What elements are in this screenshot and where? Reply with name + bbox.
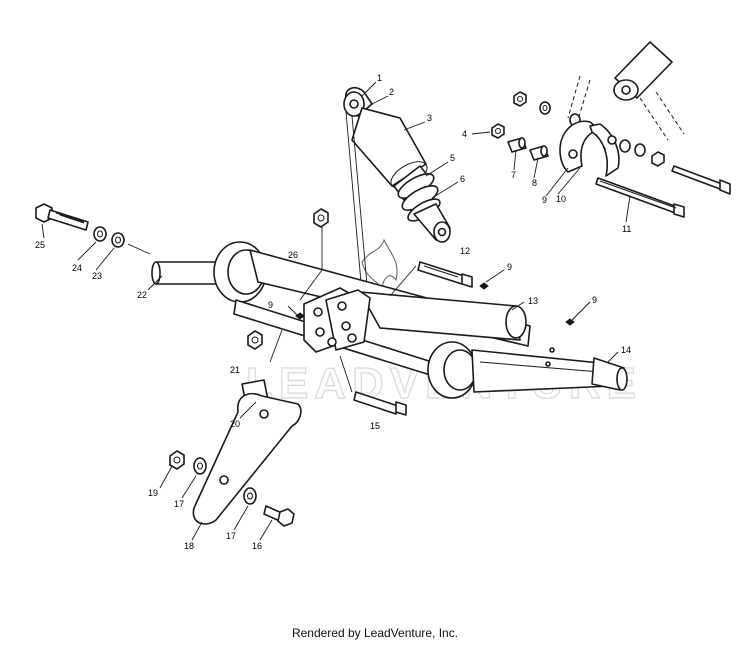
swing-arm: [151, 241, 628, 399]
callout-26: 26: [288, 250, 298, 260]
callout-4: 4: [462, 129, 467, 139]
callout-23: 23: [92, 271, 102, 281]
callout-12: 12: [460, 246, 470, 256]
callout-18: 18: [184, 541, 194, 551]
nut-19-icon: [169, 450, 185, 470]
callout-9-left: 9: [268, 300, 273, 310]
upper-mount-assembly: [491, 41, 731, 218]
callout-8: 8: [532, 178, 537, 188]
callout-3: 3: [427, 113, 432, 123]
left-hardware: [35, 203, 329, 350]
bolt-12: [389, 261, 473, 297]
callout-16: 16: [252, 541, 262, 551]
link-arm: [169, 379, 302, 527]
callout-20: 20: [230, 419, 240, 429]
callout-15: 15: [370, 421, 380, 431]
callout-6: 6: [460, 174, 465, 184]
leader-lines: [41, 81, 631, 541]
nut-26-icon: [313, 208, 329, 228]
footer-credit: Rendered by LeadVenture, Inc.: [291, 626, 459, 640]
callout-11: 11: [622, 224, 631, 234]
callout-19: 19: [148, 488, 158, 498]
callouts: 1 2 3 5 6 4 7 8 9 10 11 12 9 13 9 14 15 …: [35, 73, 631, 551]
shock-absorber: [343, 86, 451, 297]
callout-9-top: 9: [542, 195, 547, 205]
callout-10: 10: [556, 194, 566, 204]
callout-7: 7: [511, 170, 516, 180]
nut-4-icon: [513, 91, 527, 107]
callout-1: 1: [377, 73, 382, 83]
callout-14: 14: [621, 345, 631, 355]
callout-24: 24: [72, 263, 82, 273]
callout-9-right: 9: [592, 295, 597, 305]
callout-9-mid: 9: [507, 262, 512, 272]
callout-25: 25: [35, 240, 45, 250]
callout-5: 5: [450, 153, 455, 163]
callout-22: 22: [137, 290, 147, 300]
callout-2: 2: [389, 87, 394, 97]
nut-21-icon: [247, 330, 263, 350]
bolt-15: [339, 355, 407, 416]
callout-13: 13: [528, 296, 538, 306]
callout-21: 21: [230, 365, 240, 375]
callout-17-right: 17: [226, 531, 236, 541]
callout-17-left: 17: [174, 499, 184, 509]
